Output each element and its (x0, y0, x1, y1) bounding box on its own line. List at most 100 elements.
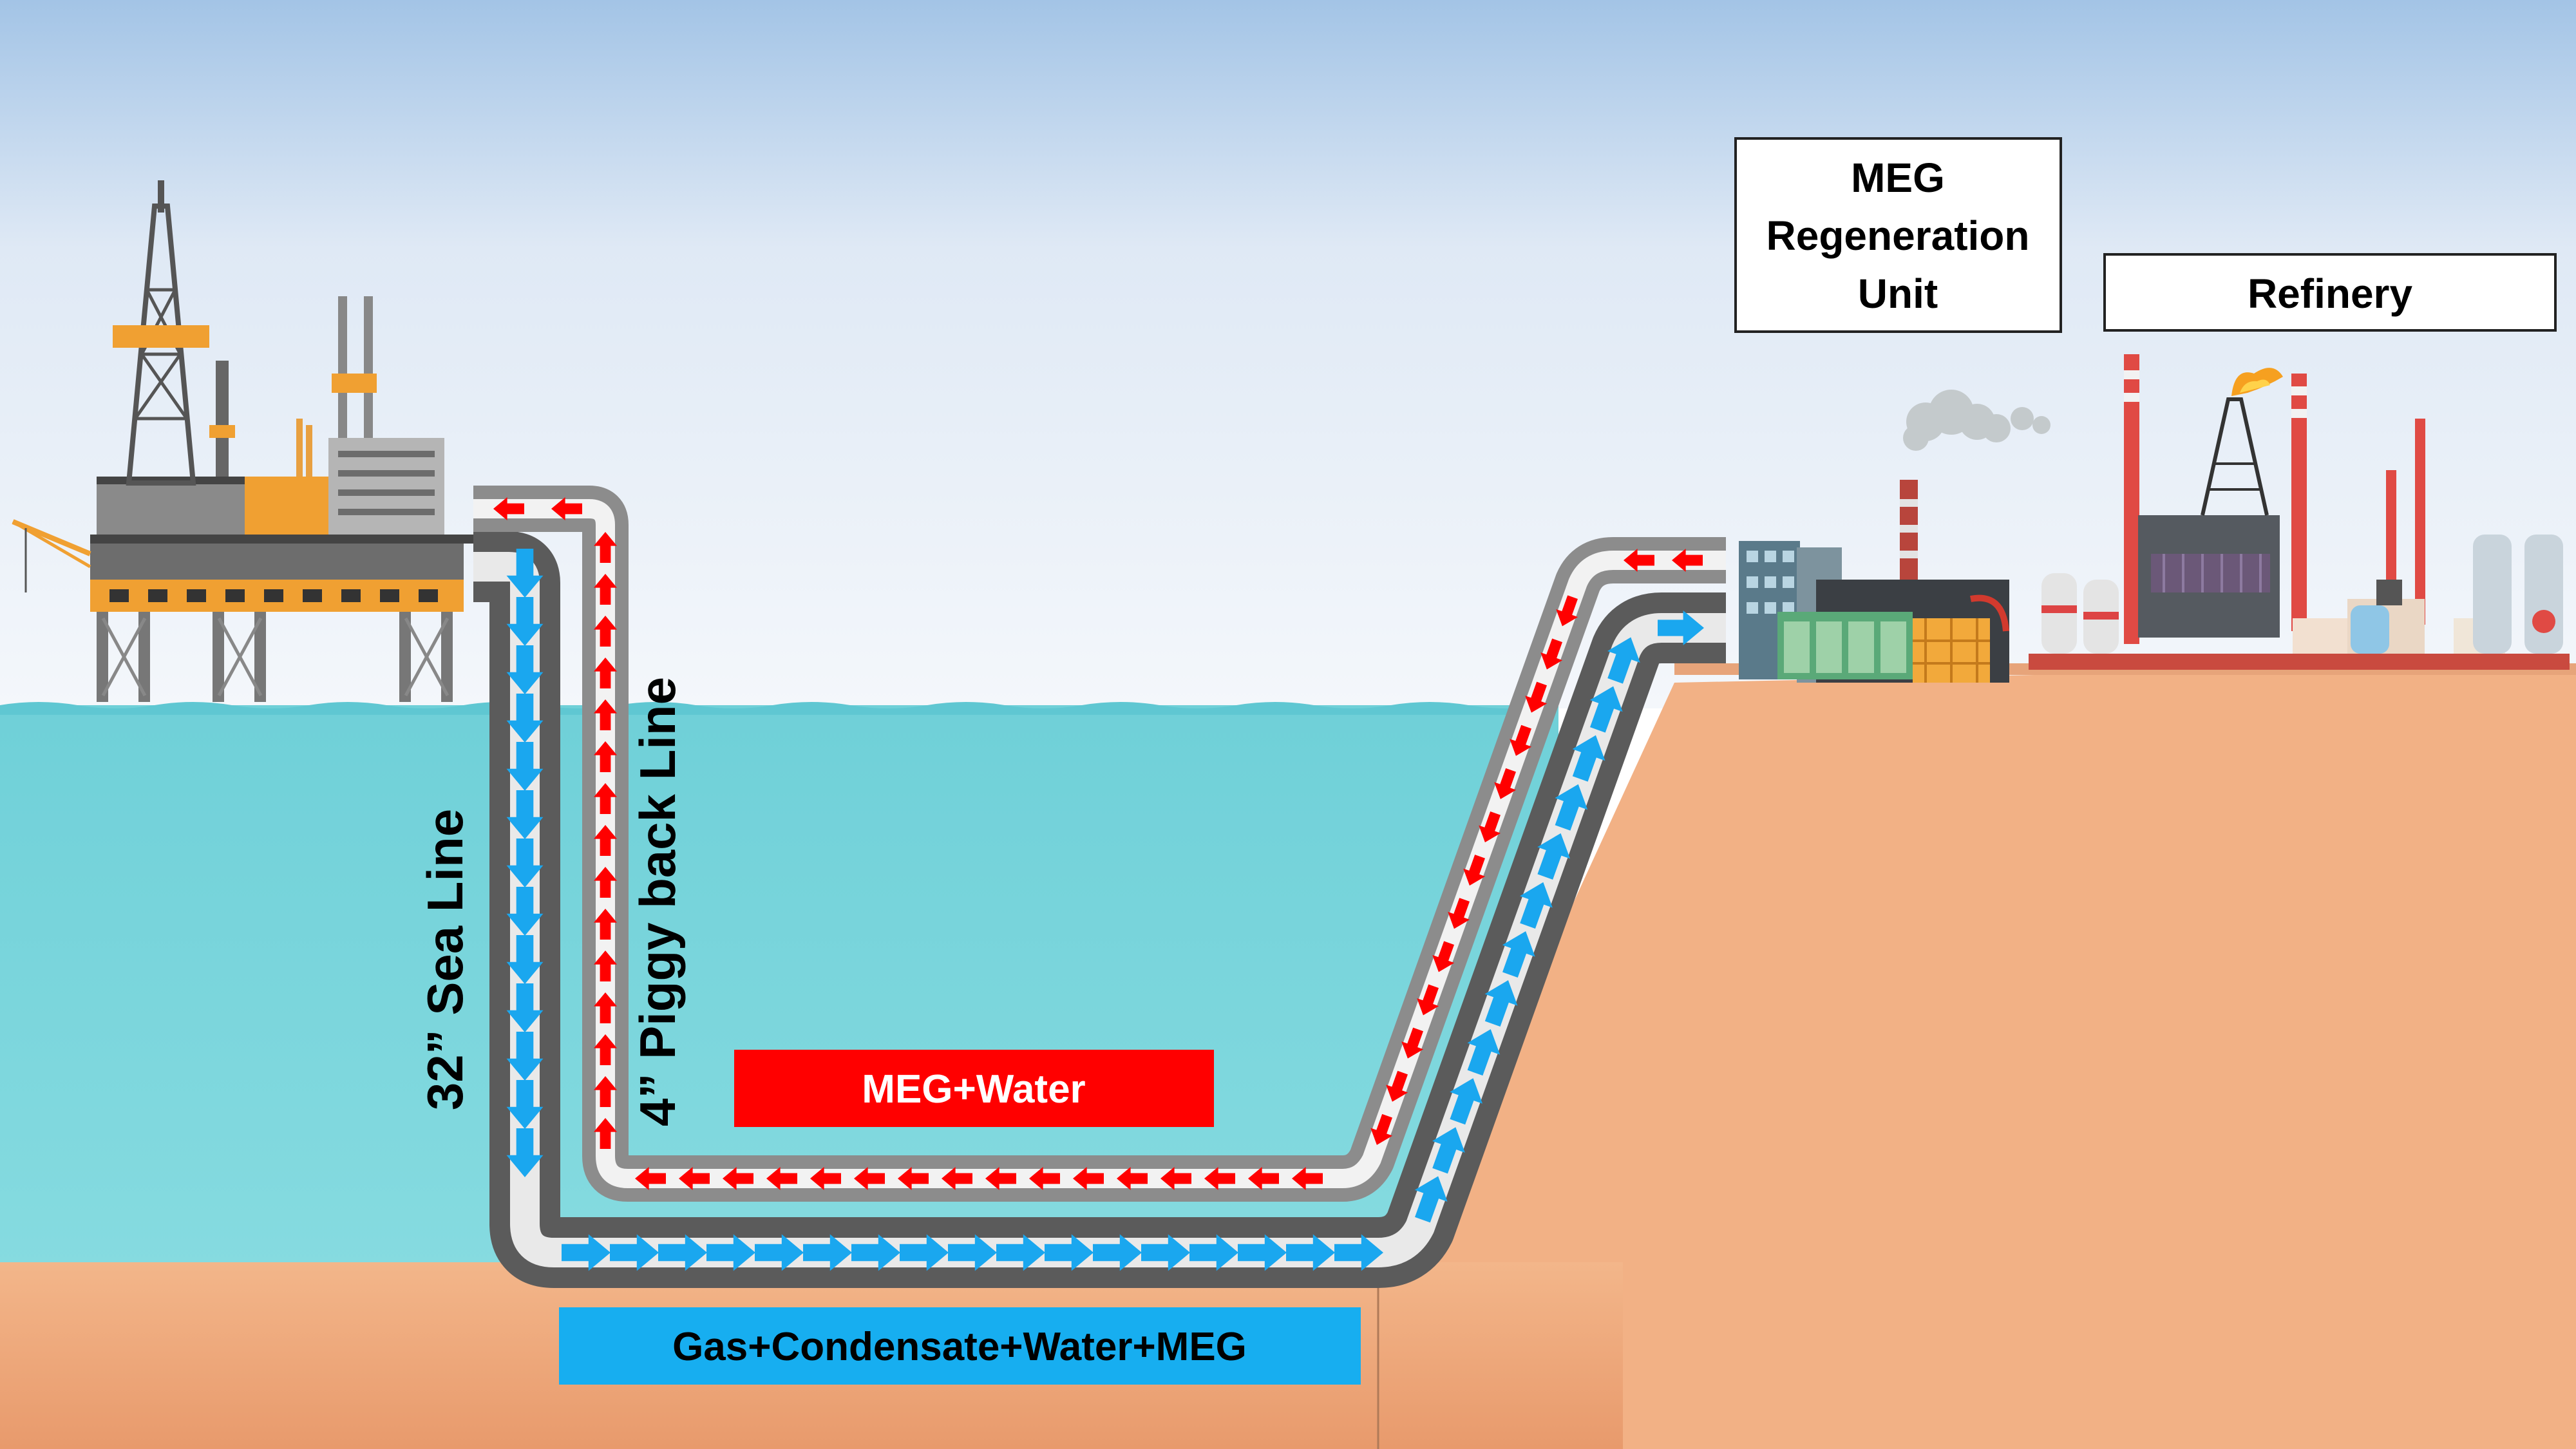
main-flow-arrow (658, 1234, 707, 1271)
sea-surface (0, 702, 1546, 715)
return-flow-arrow (1292, 1167, 1323, 1190)
main-flow-arrow (506, 1032, 544, 1081)
return-flow-arrow (679, 1167, 710, 1190)
main-flow-arrow (1555, 784, 1588, 831)
main-flow-arrow (1537, 833, 1571, 880)
main-flow-arrows (506, 549, 1704, 1271)
return-flow-arrow (854, 1167, 885, 1190)
return-flow-arrow (594, 951, 617, 981)
return-flow-arrow (1386, 1070, 1408, 1102)
return-flow-arrow (551, 497, 582, 520)
main-flow-arrow (1607, 637, 1640, 684)
piggy-back-line-label: 4” Piggy back Line (629, 677, 686, 1126)
return-flow-arrow (1448, 898, 1470, 929)
main-flow-arrow (506, 1080, 544, 1129)
return-flow-arrow (1432, 941, 1455, 972)
return-flow-arrow (594, 1076, 617, 1107)
return-flow-arrow (594, 825, 617, 856)
return-flow-arrow (1401, 1027, 1424, 1059)
main-flow-arrow (1045, 1234, 1094, 1271)
main-flow-arrow (1334, 1234, 1383, 1271)
sea-line-label: 32” Sea Line (417, 809, 473, 1110)
return-flow-arrow (1556, 595, 1578, 627)
meg-water-label: MEG+Water (862, 1067, 1085, 1112)
return-flow-arrow (810, 1167, 841, 1190)
meg-plant-icon (1739, 390, 2050, 683)
return-flow-arrow (1672, 549, 1703, 572)
return-flow-arrow (1540, 638, 1563, 670)
return-flow-arrow (594, 616, 617, 647)
main-flow-arrow (506, 887, 544, 936)
main-flow-arrow (1189, 1234, 1238, 1271)
return-flow-arrow (594, 992, 617, 1023)
return-flow-arrow (766, 1167, 797, 1190)
return-flow-arrow (1463, 855, 1486, 886)
main-flow-arrow (506, 790, 544, 839)
meg-unit-label-line-2: Regeneration (1766, 213, 2030, 259)
main-flow-arrow (1519, 882, 1553, 929)
main-flow-arrow (1238, 1234, 1287, 1271)
refinery-box: Refinery (2103, 253, 2557, 332)
main-flow-arrow (1286, 1234, 1335, 1271)
offshore-platform-icon (12, 180, 477, 702)
main-flow-arrow (506, 1128, 544, 1177)
main-flow-arrow (1093, 1234, 1142, 1271)
refinery-label: Refinery (2248, 270, 2413, 317)
land-hill (1378, 663, 2576, 1449)
return-flow-arrow (1204, 1167, 1235, 1190)
return-flow-arrow (594, 658, 617, 688)
main-flow-arrow (1450, 1078, 1483, 1125)
main-flow-arrow (506, 549, 544, 598)
main-flow-arrow (506, 983, 544, 1032)
meg-regeneration-unit-box: MEG Regeneration Unit (1734, 137, 2062, 333)
return-flow-arrow (985, 1167, 1016, 1190)
main-flow-arrow (506, 838, 544, 887)
return-flow-arrow (1510, 724, 1532, 756)
return-flow-arrow (1160, 1167, 1191, 1190)
return-flow-arrow (1073, 1167, 1104, 1190)
return-flow-arrows (493, 497, 1703, 1190)
return-flow-arrow (594, 574, 617, 605)
main-flow-arrow (1572, 735, 1605, 782)
return-flow-arrow (1624, 549, 1654, 572)
return-flow-arrow (594, 1034, 617, 1065)
return-flow-arrow (1029, 1167, 1060, 1190)
return-flow-arrow (723, 1167, 753, 1190)
return-flow-arrow (1494, 768, 1517, 799)
meg-water-legend: MEG+Water (734, 1050, 1214, 1127)
main-flow-arrow (900, 1234, 949, 1271)
return-flow-arrow (594, 699, 617, 730)
meg-unit-label-line-1: MEG (1851, 155, 1945, 201)
main-flow-arrow (706, 1234, 755, 1271)
return-flow-arrow (493, 497, 524, 520)
return-flow-arrow (1117, 1167, 1148, 1190)
main-flow-arrow (610, 1234, 659, 1271)
return-flow-arrow (594, 532, 617, 563)
main-flow-arrow (1432, 1127, 1465, 1174)
main-flow-arrow (1141, 1234, 1190, 1271)
main-flow-arrow (506, 597, 544, 646)
main-flow-arrow (1414, 1176, 1448, 1223)
main-flow-arrow (948, 1234, 997, 1271)
return-flow-arrow (1525, 681, 1548, 713)
main-flow-arrow (996, 1234, 1045, 1271)
main-flow-arrow (851, 1234, 900, 1271)
return-flow-arrow (594, 783, 617, 814)
return-flow-arrow (942, 1167, 972, 1190)
gas-mix-legend: Gas+Condensate+Water+MEG (559, 1307, 1361, 1385)
return-flow-arrow (594, 741, 617, 772)
gas-condensate-water-meg-label: Gas+Condensate+Water+MEG (672, 1325, 1247, 1369)
main-flow-arrow (1484, 980, 1518, 1027)
return-flow-arrow (898, 1167, 929, 1190)
return-flow-arrow (594, 1118, 617, 1149)
main-flow-arrow (506, 935, 544, 984)
main-flow-arrow (506, 742, 544, 791)
return-flow-arrow (594, 867, 617, 898)
main-flow-arrow (1502, 931, 1535, 978)
return-flow-arrow (1248, 1167, 1279, 1190)
meg-unit-label-line-3: Unit (1858, 270, 1938, 317)
main-flow-arrow (562, 1234, 611, 1271)
refinery-plant-icon (2029, 354, 2570, 670)
main-flow-arrow (1658, 611, 1704, 645)
